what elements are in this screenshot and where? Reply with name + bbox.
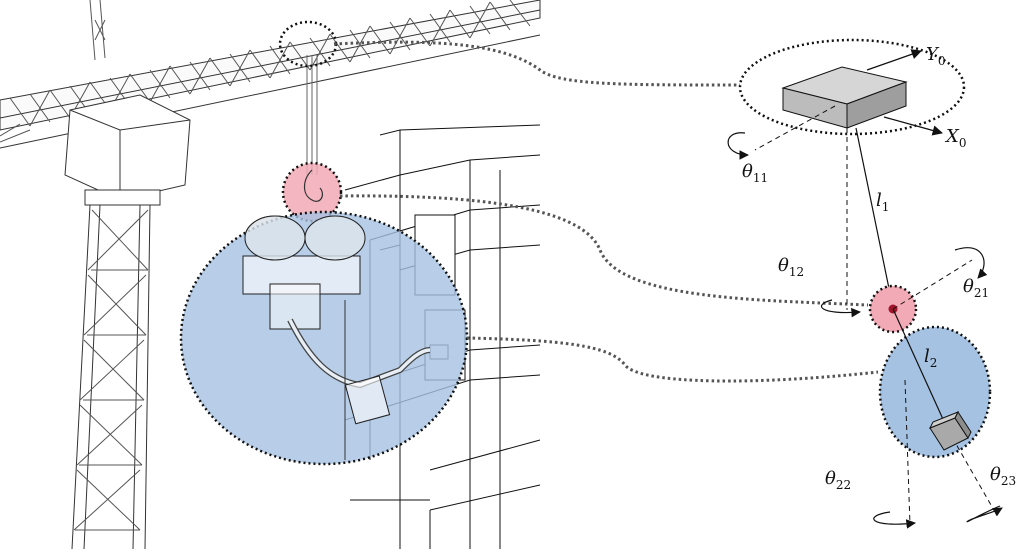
y0-axis-arrow	[867, 51, 921, 70]
theta23-rotation-arrow	[967, 506, 1002, 522]
link-l1	[856, 128, 893, 308]
base-box	[783, 67, 906, 128]
label-theta21: θ21	[963, 276, 989, 300]
theta12-rotation-arrow	[821, 300, 860, 313]
label-theta23: θ23	[990, 464, 1016, 488]
crane-cab	[65, 95, 190, 200]
theta22-rotation-arrow	[874, 512, 915, 524]
theta21-rotation-arrow	[955, 248, 984, 278]
label-theta22: θ22	[825, 468, 851, 492]
connector-robot	[467, 338, 878, 381]
hoist-ropes	[307, 55, 317, 175]
theta21-axis	[893, 260, 972, 309]
theta11-rotation-arrow	[728, 133, 748, 155]
crane-mast	[72, 190, 160, 549]
label-theta11: θ11	[742, 161, 768, 185]
label-l1: l1	[876, 190, 889, 214]
label-x0: X0	[944, 126, 966, 150]
x0-axis-arrow	[884, 117, 942, 133]
end-effector-ellipse	[880, 327, 990, 457]
label-theta12: θ12	[778, 255, 804, 279]
label-y0: Y0	[926, 44, 946, 68]
